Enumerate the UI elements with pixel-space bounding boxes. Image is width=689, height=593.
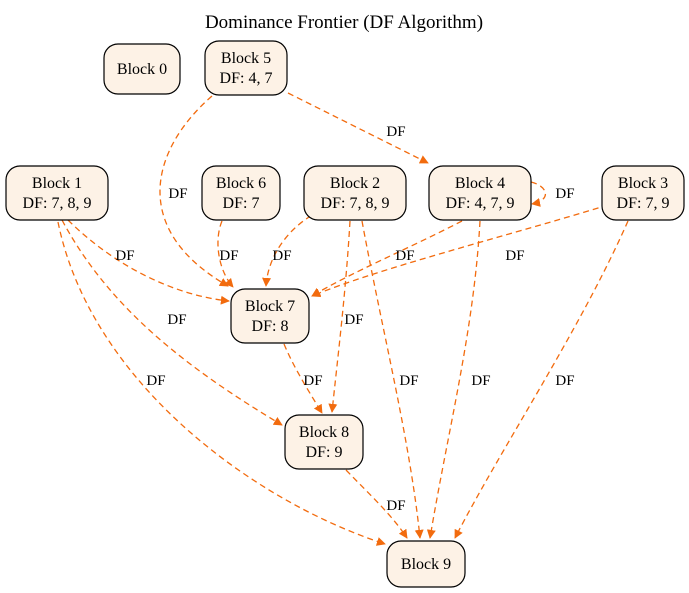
- node-b5: Block 5 DF: 4, 7: [204, 40, 288, 96]
- node-df-b2: DF: 7, 8, 9: [321, 195, 390, 212]
- node-name-b2: Block 2: [330, 175, 380, 192]
- node-b3: Block 3 DF: 7, 9: [601, 165, 685, 221]
- edge-b1-to-b9: [57, 221, 386, 546]
- edge-label-b2-to-b9: DF: [399, 373, 418, 389]
- node-name-b1: Block 1: [32, 175, 82, 192]
- node-name-b3: Block 3: [618, 175, 668, 192]
- node-name-b4: Block 4: [455, 175, 505, 192]
- edge-label-b3-to-b7: DF: [505, 248, 524, 264]
- node-b4: Block 4 DF: 4, 7, 9: [428, 165, 532, 221]
- node-box-b8: [284, 414, 364, 470]
- node-box-b5: [204, 40, 288, 96]
- node-b7: Block 7 DF: 8: [230, 288, 310, 344]
- node-df-b3: DF: 7, 9: [617, 195, 670, 212]
- node-box-b0: [103, 43, 181, 95]
- node-df-b4: DF: 4, 7, 9: [446, 195, 515, 212]
- edge-b1-to-b8: [61, 219, 283, 426]
- node-name-b0: Block 0: [117, 61, 167, 78]
- edge-label-b7-to-b8: DF: [303, 373, 322, 389]
- node-df-b7: DF: 8: [252, 318, 289, 335]
- node-df-b5: DF: 4, 7: [220, 70, 273, 87]
- node-b8: Block 8 DF: 9: [284, 414, 364, 470]
- edge-label-b4-to-b4: DF: [555, 186, 574, 202]
- node-b6: Block 6 DF: 7: [201, 165, 281, 221]
- edge-label-b1-to-b7: DF: [115, 248, 134, 264]
- edge-label-b8-to-b9: DF: [386, 498, 405, 514]
- edge-label-b2-to-b8: DF: [344, 312, 363, 328]
- edge-label-b4-to-b9: DF: [471, 373, 490, 389]
- edge-b5-to-b4: [287, 92, 429, 164]
- node-box-b1: [5, 165, 109, 221]
- node-box-b2: [303, 165, 407, 221]
- node-b0: Block 0: [103, 43, 181, 95]
- node-df-b8: DF: 9: [306, 444, 343, 461]
- diagram-title: Dominance Frontier (DF Algorithm): [205, 12, 483, 33]
- node-box-b4: [428, 165, 532, 221]
- edge-label-b2-to-b7: DF: [272, 248, 291, 264]
- edge-label-b6-to-b7: DF: [219, 248, 238, 264]
- node-name-b8: Block 8: [299, 424, 349, 441]
- node-df-b6: DF: 7: [223, 195, 260, 212]
- edge-b2-to-b8: [328, 220, 351, 413]
- edge-b4-to-b9: [426, 220, 481, 539]
- node-name-b9: Block 9: [401, 556, 451, 573]
- edge-label-b5-to-b4: DF: [386, 124, 405, 140]
- node-name-b6: Block 6: [216, 175, 266, 192]
- edge-b7-to-b8: [283, 343, 323, 414]
- node-name-b7: Block 7: [245, 298, 295, 315]
- edge-b4-to-b4: [530, 181, 547, 207]
- edge-b4-to-b7: [311, 220, 463, 297]
- edge-b8-to-b9: [345, 469, 408, 539]
- node-df-b1: DF: 7, 8, 9: [23, 195, 92, 212]
- edge-b5-to-b7: [159, 95, 229, 287]
- node-box-b3: [601, 165, 685, 221]
- node-box-b7: [230, 288, 310, 344]
- node-box-b9: [386, 540, 466, 588]
- node-name-b5: Block 5: [221, 50, 271, 67]
- node-b2: Block 2 DF: 7, 8, 9: [303, 165, 407, 221]
- edge-label-b3-to-b9: DF: [555, 373, 574, 389]
- edge-label-b4-to-b7: DF: [395, 248, 414, 264]
- edge-b1-to-b7: [67, 219, 230, 305]
- edge-label-b1-to-b9: DF: [146, 373, 165, 389]
- node-b9: Block 9: [386, 540, 466, 588]
- edge-b6-to-b7: [217, 220, 234, 288]
- edge-label-layer: DF DF DF DF DF DF DF DF DF DF DF DF DF DF DF DF: [115, 124, 574, 514]
- edge-b2-to-b9: [361, 220, 424, 539]
- node-layer: Block 0 Block 5 DF: 4, 7 Block 1 DF: 7, 8, 9…: [5, 40, 685, 588]
- edge-b3-to-b7: [311, 204, 609, 298]
- edge-label-b1-to-b8: DF: [167, 312, 186, 328]
- node-b1: Block 1 DF: 7, 8, 9: [5, 165, 109, 221]
- edge-layer: [57, 92, 629, 546]
- node-box-b6: [201, 165, 281, 221]
- edge-label-b5-to-b7: DF: [168, 186, 187, 202]
